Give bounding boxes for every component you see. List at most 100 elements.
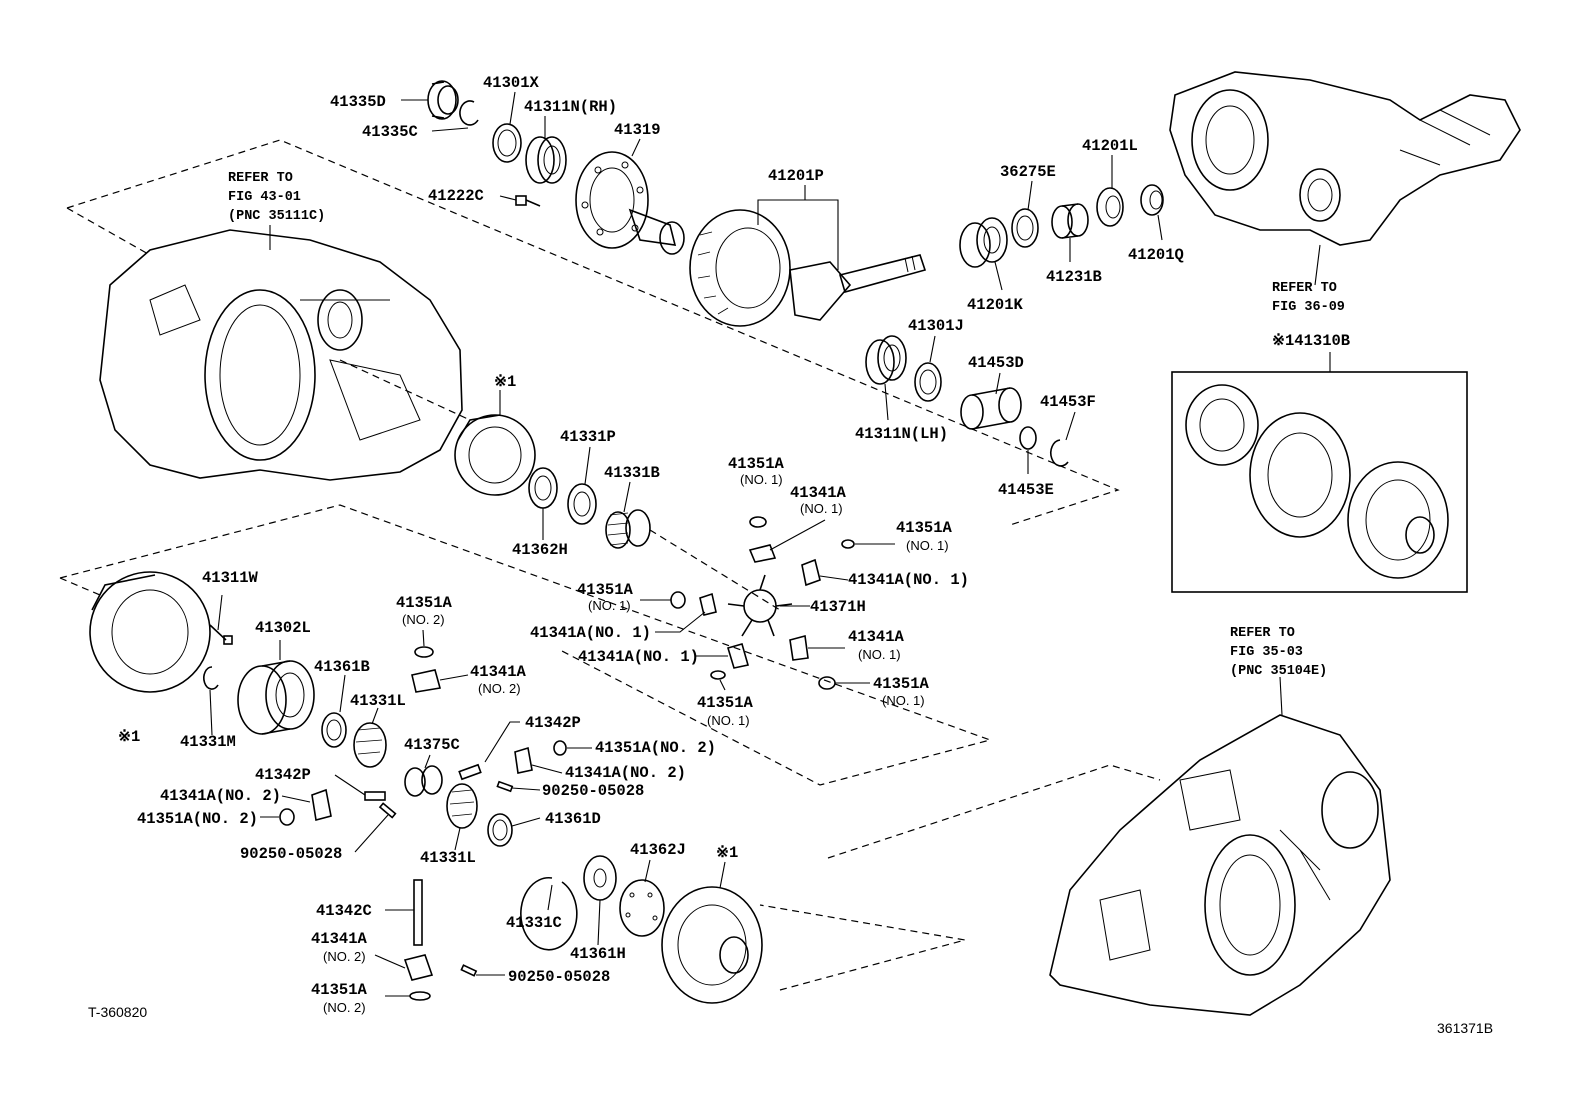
kit-41310B-box (1171, 371, 1468, 593)
pinion-gear-41341A-icon[interactable] (789, 634, 809, 661)
dashed-region-bottom (759, 904, 966, 991)
bearing-41201L-icon[interactable] (1096, 187, 1124, 227)
bearing-41311N-LH-icon[interactable] (865, 335, 907, 385)
bearing-41335D-icon[interactable] (427, 80, 459, 120)
label-41362J: 41362J (630, 841, 686, 859)
pinion-gear-41341A-icon[interactable] (748, 544, 777, 563)
transaxle-assembly-illustration (1049, 714, 1391, 1016)
kit-41310B-case-icon[interactable] (1185, 384, 1449, 579)
snap-ring-41331C-icon[interactable] (520, 876, 578, 951)
label-41453D: 41453D (968, 354, 1024, 372)
label-41351A-b-sub: (NO. 1) (906, 538, 949, 553)
bearing-41311N-RH-icon[interactable] (525, 136, 567, 184)
case-41302L-icon[interactable] (237, 660, 315, 735)
ref-fig-43-01-line2: FIG 43-01 (228, 190, 301, 205)
label-41335D: 41335D (330, 93, 386, 111)
shim-41301X-icon[interactable] (492, 123, 522, 163)
washer-41351A-icon[interactable] (710, 670, 726, 680)
washer-41351A-icon[interactable] (553, 740, 567, 756)
pin-90250-icon[interactable] (460, 964, 478, 977)
gear-41331L-a-icon[interactable] (353, 722, 387, 768)
pin-90250-icon[interactable] (496, 780, 514, 793)
label-41351A-e-sub: (NO. 1) (882, 693, 925, 708)
label-41301J: 41301J (908, 317, 964, 335)
washer-41351A-icon[interactable] (409, 991, 431, 1001)
dashed-edge (66, 207, 151, 256)
washer-36275E-icon[interactable] (1011, 208, 1039, 248)
ring-41453E-icon[interactable] (1019, 426, 1037, 450)
pin-41342P-icon[interactable] (458, 763, 482, 781)
nut-41201Q-icon[interactable] (1140, 184, 1164, 216)
washer-41351A-icon[interactable] (749, 516, 767, 528)
washer-41351A-icon[interactable] (670, 591, 686, 609)
label-41351A-i: 41351A (311, 981, 368, 999)
ref-fig-43-01-line1: REFER TO (228, 171, 293, 186)
pinion-gear-41341A-icon[interactable] (727, 643, 750, 669)
ref-fig-43-01-line3: (PNC 35111C) (228, 209, 325, 224)
washer-41351A-icon[interactable] (279, 808, 295, 826)
spacer-41231B-icon[interactable] (1051, 203, 1089, 239)
washer-41351A-icon[interactable] (841, 539, 855, 549)
snap-ring-41453F-icon[interactable] (1050, 439, 1069, 467)
bolt-41222C-icon[interactable] (515, 195, 541, 207)
label-41371H: 41371H (810, 598, 866, 616)
label-41319: 41319 (614, 121, 661, 139)
transaxle-case-illustration (99, 229, 463, 481)
ref-fig-35-03-line1: REFER TO (1230, 626, 1295, 641)
washer-41361H-icon[interactable] (583, 855, 617, 901)
ref-fig-35-03-line2: FIG 35-03 (1230, 645, 1303, 660)
snap-ring-41331M-icon[interactable] (203, 666, 219, 690)
pinion-gear-41341A-icon[interactable] (801, 558, 821, 587)
washer-41361D-icon[interactable] (487, 813, 513, 847)
label-41351A-i-sub: (NO. 2) (323, 1000, 366, 1015)
diff-case-left-icon[interactable] (89, 571, 211, 693)
label-41335C: 41335C (362, 123, 418, 141)
pin-90250-icon[interactable] (378, 802, 397, 819)
shaft-41342C-icon[interactable] (413, 879, 423, 946)
sleeve-41453D-icon[interactable] (960, 387, 1022, 430)
label-41351A-d: 41351A (697, 694, 754, 712)
pinion-gear-41341A-icon[interactable] (514, 746, 533, 774)
spider-shaft-41371H-icon[interactable] (727, 574, 793, 637)
label-41342C: 41342C (316, 902, 372, 920)
bolt-41311W-icon[interactable] (209, 624, 233, 645)
snap-ring-41335C-icon[interactable] (459, 100, 479, 126)
gear-41331L-b-icon[interactable] (446, 783, 478, 829)
diff-case-bottom-icon[interactable] (661, 886, 763, 1004)
label-41342P-b: 41342P (255, 766, 311, 784)
pin-41342P-icon[interactable] (364, 791, 386, 801)
washer-41331P-icon[interactable] (567, 483, 597, 525)
shim-41301J-icon[interactable] (914, 362, 942, 402)
label-41341A-i: 41341A (311, 930, 368, 948)
label-41341A-f-sub: (NO. 2) (478, 681, 521, 696)
label-41231B: 41231B (1046, 268, 1102, 286)
plate-41362J-icon[interactable] (619, 879, 665, 937)
label-41341A-a-sub: (NO. 1) (800, 501, 843, 516)
label-41351A-c-sub: (NO. 1) (588, 598, 631, 613)
dashed-region-diff (59, 504, 993, 786)
pinion-gear-41341A-icon[interactable] (411, 669, 442, 693)
label-41351A-a-sub: (NO. 1) (740, 472, 783, 487)
dashed-region-main (66, 139, 1120, 526)
diff-case-top-icon[interactable] (454, 414, 536, 496)
dashed-edge (649, 529, 781, 611)
washer-41361B-icon[interactable] (321, 712, 347, 748)
pinion-gear-41341A-icon[interactable] (311, 788, 332, 822)
pinion-gear-41341A-icon[interactable] (403, 954, 434, 981)
ring-pinion-gear-41201P-icon[interactable] (689, 209, 927, 327)
ref-fig-36-09-line2: FIG 36-09 (1272, 300, 1345, 315)
washer-41351A-icon[interactable] (414, 646, 434, 658)
washer-41351A-icon[interactable] (818, 676, 836, 690)
pinion-gear-41341A-icon[interactable] (699, 592, 717, 616)
gear-41331B-icon[interactable] (605, 509, 651, 549)
spacer-41375C-icon[interactable] (404, 765, 443, 797)
label-mark1-bottom: ※1 (716, 844, 738, 862)
label-41341A-d: 41341A(NO. 1) (578, 648, 699, 666)
label-41331M: 41331M (180, 733, 236, 751)
label-41351A-f: 41351A (396, 594, 453, 612)
washer-41362H-icon[interactable] (528, 467, 558, 509)
label-41362H: 41362H (512, 541, 568, 559)
flange-41319-icon[interactable] (575, 151, 685, 255)
label-41341A-g: 41341A(NO. 2) (565, 764, 686, 782)
bearing-41201K-icon[interactable] (959, 217, 1008, 268)
